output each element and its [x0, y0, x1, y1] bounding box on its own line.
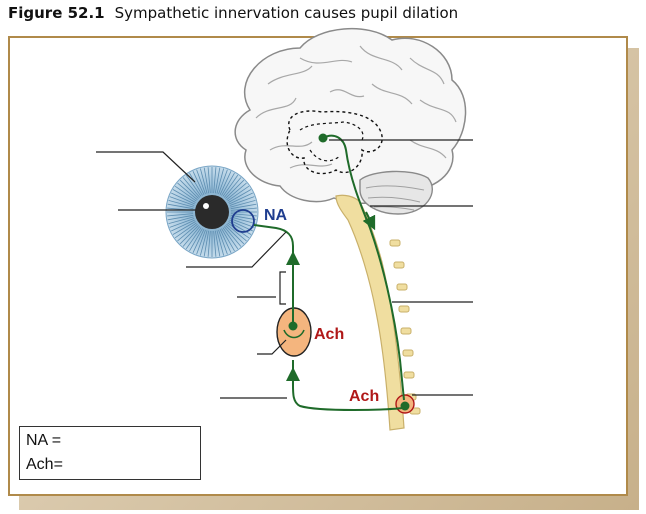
iris-ray	[222, 227, 239, 250]
iris-ray	[216, 168, 225, 194]
iris-ray	[177, 223, 198, 242]
iris-ray	[218, 169, 228, 195]
iris-ray	[182, 177, 201, 198]
iris-ray	[174, 222, 197, 239]
iris-ray	[225, 225, 245, 245]
iris-ray	[174, 185, 197, 202]
hypothalamic-neuron	[318, 133, 328, 143]
figure-number: Figure 52.1	[8, 4, 105, 22]
iris-ray	[179, 225, 199, 245]
iris-ray	[196, 229, 206, 255]
iris-ray	[203, 167, 210, 194]
spinal-neuron	[400, 401, 410, 411]
diagram-frame	[8, 36, 628, 496]
iris-ray	[167, 214, 194, 221]
iris-ray	[214, 230, 221, 257]
iris-ray	[199, 168, 208, 194]
iris-ray	[171, 192, 195, 205]
iris-ray	[213, 167, 217, 194]
iris-ray	[213, 230, 217, 257]
iris-ray	[169, 218, 195, 228]
iris-ray	[230, 199, 256, 208]
label-leader-lines	[96, 139, 473, 399]
iris-ray	[229, 196, 255, 206]
iris-ray	[167, 203, 194, 210]
iris-ray	[229, 192, 253, 205]
iris-ray	[185, 227, 202, 250]
figure-caption: Sympathetic innervation causes pupil dil…	[114, 4, 459, 22]
figure-title: Figure 52.1 Sympathetic innervation cause…	[8, 4, 458, 26]
iris-ray	[172, 221, 196, 235]
iris-ray	[228, 189, 252, 203]
pupil	[195, 195, 229, 229]
iris-ray	[177, 182, 198, 201]
iris-ray	[168, 199, 194, 208]
iris-ray	[223, 177, 242, 198]
iris-ray	[221, 172, 235, 196]
ach-ganglion-label: Ach	[314, 326, 344, 343]
iris-ray	[226, 182, 247, 201]
iris-ray	[168, 216, 194, 225]
iris-ray	[207, 230, 211, 257]
legend-na: NA =	[26, 432, 62, 449]
iris-ray	[196, 169, 206, 195]
iris-striations	[167, 167, 257, 257]
dilator-muscle-circle	[231, 209, 255, 233]
iris-ray	[182, 226, 201, 247]
iris-ray	[192, 229, 205, 253]
iris-ray	[171, 219, 195, 232]
ach-spinal-label: Ach	[349, 388, 379, 405]
iris-ray	[192, 171, 205, 195]
iris-ray	[226, 223, 247, 242]
iris-ray	[214, 167, 221, 194]
iris-ray	[199, 230, 208, 256]
iris-ray	[230, 214, 257, 221]
iris-ray	[227, 185, 250, 202]
iris-ray	[169, 196, 195, 206]
na-label: NA	[264, 207, 288, 224]
iris-ray	[207, 167, 211, 194]
iris-ray	[222, 174, 239, 197]
iris-ray	[225, 179, 245, 199]
iris-ray	[216, 230, 225, 256]
iris-ray	[172, 189, 196, 203]
brain	[234, 27, 467, 215]
eye	[165, 165, 259, 259]
iris-ray	[230, 216, 256, 225]
iris-ray	[230, 203, 257, 210]
iris-ray	[218, 229, 228, 255]
iris-ray	[189, 228, 203, 252]
iris-ray	[219, 171, 232, 195]
iris-ray	[203, 230, 210, 257]
legend-box: NA = Ach=	[19, 426, 201, 480]
iris-ray	[185, 174, 202, 197]
iris-ray	[167, 213, 194, 217]
iris-ray	[189, 172, 203, 196]
legend-ach: Ach=	[26, 456, 63, 473]
iris-ray	[229, 219, 253, 232]
iris-ray	[179, 179, 199, 199]
iris-ray	[221, 228, 235, 252]
iris-ray	[223, 226, 242, 247]
iris-ray	[229, 218, 255, 228]
iris-ray	[219, 229, 232, 253]
ganglion-neuron	[288, 321, 298, 331]
